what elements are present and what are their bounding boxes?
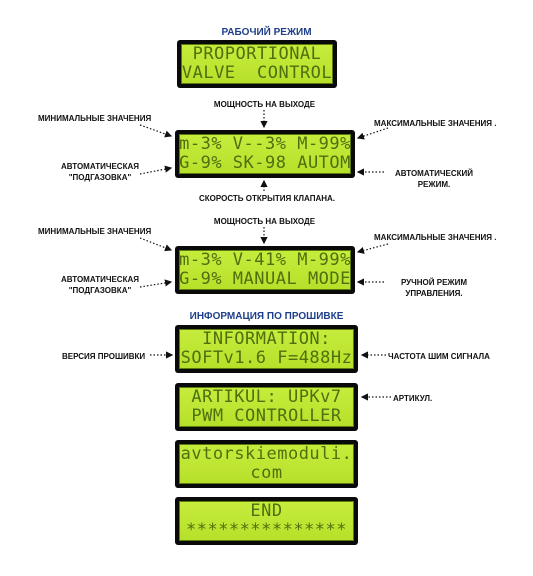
label-auto-mode: АВТОМАТИЧЕСКИЙ РЕЖИМ.: [384, 168, 484, 190]
label-auto-gas-manual: АВТОМАТИЧЕСКАЯ "ПОДГАЗОВКА": [50, 274, 150, 296]
label-auto-gas-line1: АВТОМАТИЧЕСКАЯ: [61, 162, 139, 171]
lcd-line-1: avtorskiemoduli.: [180, 444, 353, 464]
lcd-line-1: PROPORTIONAL: [192, 44, 322, 64]
lcd-screen: ARTIKUL: UPKv7 PWM CONTROLLER: [179, 387, 354, 427]
lcd-display-auto-mode: m-3% V--3% M-99% G-9% SK-98 AUTOM: [175, 130, 355, 178]
label-min-values-auto: МИНИМАЛЬНЫЕ ЗНАЧЕНИЯ: [38, 114, 152, 123]
lcd-line-1: ARTIKUL: UPKv7: [191, 387, 342, 407]
lcd-screen: m-3% V-41% M-99% G-9% MANUAL MODE: [179, 250, 351, 290]
arrow-min-values-auto: [139, 124, 173, 138]
label-auto-mode-line1: АВТОМАТИЧЕСКИЙ: [395, 169, 473, 178]
lcd-display-end: END ***************: [175, 497, 358, 545]
arrow-max-values-manual: [356, 243, 389, 254]
label-output-power-manual: МОЩНОСТЬ НА ВЫХОДЕ: [213, 217, 316, 226]
label-manual-line2: УПРАВЛЕНИЯ.: [405, 289, 463, 298]
lcd-line-2: PWM CONTROLLER: [191, 406, 342, 426]
lcd-display-manual-mode: m-3% V-41% M-99% G-9% MANUAL MODE: [175, 246, 355, 294]
lcd-screen: avtorskiemoduli. com: [179, 444, 354, 484]
lcd-line-2: ***************: [185, 520, 348, 540]
lcd-screen: m-3% V--3% M-99% G-9% SK-98 AUTOM: [179, 134, 351, 174]
label-opening-speed: СКОРОСТЬ ОТКРЫТИЯ КЛАПАНА.: [198, 194, 335, 203]
lcd-line-2: VALVE CONTROL: [181, 63, 333, 83]
lcd-display-website: avtorskiemoduli. com: [175, 440, 358, 488]
lcd-line-2: SOFTv1.6 F=488Hz: [180, 348, 353, 368]
label-auto-gas-line2: "ПОДГАЗОВКА": [68, 286, 132, 295]
lcd-line-1: m-3% V-41% M-99%: [179, 250, 351, 270]
lcd-display-title: PROPORTIONAL VALVE CONTROL: [177, 40, 337, 88]
lcd-line-2: com: [250, 463, 283, 483]
label-auto-gas-line2: "ПОДГАЗОВКА": [68, 173, 132, 182]
arrow-max-values-auto: [356, 127, 389, 140]
label-min-values-manual: МИНИМАЛЬНЫЕ ЗНАЧЕНИЯ: [38, 227, 152, 236]
lcd-display-article: ARTIKUL: UPKv7 PWM CONTROLLER: [175, 383, 358, 431]
label-max-values-manual: МАКСИМАЛЬНЫЕ ЗНАЧЕНИЯ .: [374, 233, 497, 242]
label-max-values-auto: МАКСИМАЛЬНЫЕ ЗНАЧЕНИЯ .: [374, 119, 497, 128]
label-firmware-version: ВЕРСИЯ ПРОШИВКИ: [62, 352, 146, 361]
section-title-firmware-info: ИНФОРМАЦИЯ ПО ПРОШИВКЕ: [189, 311, 344, 322]
lcd-screen: INFORMATION: SOFTv1.6 F=488Hz: [179, 329, 354, 369]
label-pwm-frequency: ЧАСТОТА ШИМ СИГНАЛА: [388, 352, 490, 361]
arrow-auto-gas-auto: [139, 165, 173, 175]
lcd-line-2: G-9% SK-98 AUTOM: [179, 153, 351, 173]
lcd-line-1: m-3% V--3% M-99%: [179, 134, 351, 154]
label-auto-gas-line1: АВТОМАТИЧЕСКАЯ: [61, 275, 139, 284]
arrow-min-values-manual: [139, 237, 173, 252]
label-article: АРТИКУЛ.: [393, 394, 433, 403]
section-title-working-mode: РАБОЧИЙ РЕЖИМ: [221, 27, 312, 38]
label-auto-gas-auto: АВТОМАТИЧЕСКАЯ "ПОДГАЗОВКА": [50, 161, 150, 183]
arrow-auto-gas-manual: [139, 279, 173, 288]
lcd-line-1: INFORMATION:: [202, 329, 331, 349]
lcd-line-2: G-9% MANUAL MODE: [179, 269, 351, 289]
lcd-screen: PROPORTIONAL VALVE CONTROL: [181, 44, 333, 84]
label-output-power-auto: МОЩНОСТЬ НА ВЫХОДЕ: [213, 100, 316, 109]
label-auto-mode-line2: РЕЖИМ.: [417, 180, 451, 189]
label-manual-line1: РУЧНОЙ РЕЖИМ: [400, 278, 468, 287]
label-manual-mode: РУЧНОЙ РЕЖИМ УПРАВЛЕНИЯ.: [384, 277, 484, 299]
lcd-screen: END ***************: [179, 501, 354, 541]
lcd-line-1: END: [250, 501, 283, 521]
lcd-display-information: INFORMATION: SOFTv1.6 F=488Hz: [175, 325, 358, 373]
